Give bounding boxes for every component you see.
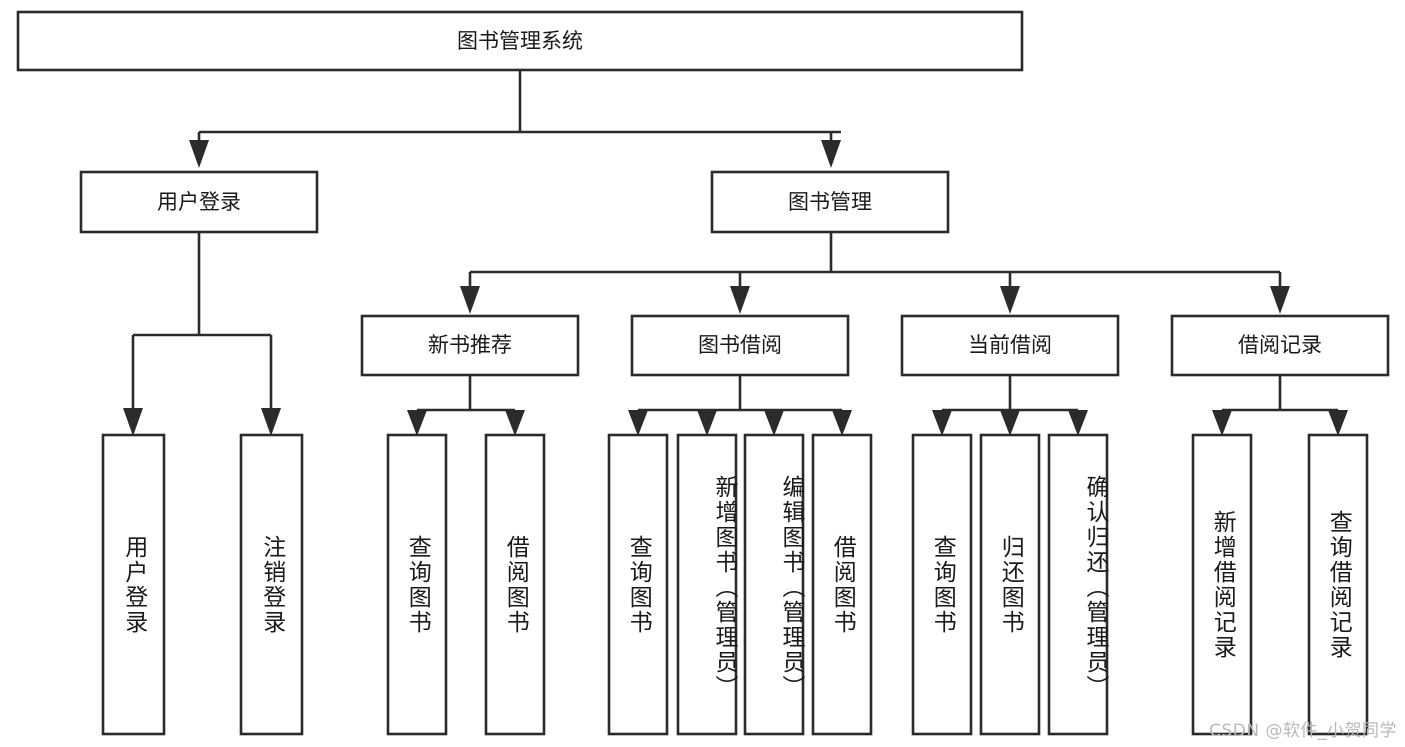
node-leaf-query-borrow-record-rect[interactable] bbox=[1307, 433, 1369, 736]
node-new-book-rec[interactable]: 新书推荐 bbox=[360, 314, 580, 377]
node-leaf-logout-login-rect[interactable] bbox=[239, 433, 304, 736]
node-leaf-add-book-admin-rect[interactable] bbox=[676, 433, 738, 736]
node-leaf-query-book-rec-rect[interactable] bbox=[386, 433, 448, 736]
node-borrow-record[interactable]: 借阅记录 bbox=[1170, 314, 1390, 377]
node-user-login-label: 用户登录 bbox=[157, 190, 241, 214]
node-leaf-borrow-book-rect[interactable] bbox=[811, 433, 873, 736]
arrow-to-new-book-rec bbox=[460, 286, 480, 314]
node-root[interactable]: 图书管理系统 bbox=[16, 10, 1024, 72]
arrow-to-borrow-record bbox=[1270, 286, 1290, 314]
node-book-borrow-label: 图书借阅 bbox=[698, 333, 782, 357]
arrow-to-leaf-query-book-borrow bbox=[628, 410, 648, 436]
node-leaf-edit-book-admin-rect[interactable] bbox=[743, 433, 805, 736]
arrow-to-leaf-return-book bbox=[1000, 410, 1020, 436]
arrow-to-leaf-borrow-book bbox=[832, 410, 852, 436]
arrow-to-leaf-query-book-current bbox=[932, 410, 952, 436]
arrow-to-leaf-logout-login bbox=[261, 408, 281, 436]
nodes-layer: 图书管理系统 用户登录 图书管理 新书推荐 图书借阅 当前 bbox=[16, 10, 1390, 736]
node-leaf-confirm-return-admin-rect[interactable] bbox=[1047, 433, 1109, 736]
arrow-to-book-borrow bbox=[730, 286, 750, 314]
node-book-manage-rect[interactable] bbox=[710, 170, 950, 234]
csdn-watermark: CSDN @软件_小贺同学 bbox=[1209, 721, 1397, 741]
node-leaf-return-book-rect[interactable] bbox=[979, 433, 1041, 736]
node-book-manage[interactable]: 图书管理 bbox=[710, 170, 950, 234]
node-leaf-add-borrow-record-rect[interactable] bbox=[1191, 433, 1253, 736]
node-user-login-rect[interactable] bbox=[79, 170, 319, 234]
node-current-borrow-label: 当前借阅 bbox=[968, 333, 1052, 357]
arrow-to-book-manage bbox=[821, 140, 841, 168]
arrow-to-leaf-add-book-admin bbox=[697, 410, 717, 436]
arrow-to-leaf-query-borrow-record bbox=[1328, 410, 1348, 436]
arrow-to-leaf-confirm-return-admin bbox=[1068, 410, 1088, 436]
node-book-borrow-rect[interactable] bbox=[630, 314, 850, 377]
arrow-to-leaf-edit-book-admin bbox=[764, 410, 784, 436]
node-leaf-query-book-borrow-rect[interactable] bbox=[607, 433, 669, 736]
arrow-to-user-login bbox=[189, 140, 209, 168]
node-user-login[interactable]: 用户登录 bbox=[79, 170, 319, 234]
node-book-manage-label: 图书管理 bbox=[788, 190, 872, 214]
node-book-borrow[interactable]: 图书借阅 bbox=[630, 314, 850, 377]
node-leaf-query-book-current-rect[interactable] bbox=[911, 433, 973, 736]
node-current-borrow[interactable]: 当前借阅 bbox=[900, 314, 1120, 377]
arrow-to-leaf-query-book-rec bbox=[407, 410, 427, 436]
arrow-to-leaf-user-login bbox=[123, 408, 143, 436]
node-new-book-rec-rect[interactable] bbox=[360, 314, 580, 377]
node-leaf-borrow-book-rec-rect[interactable] bbox=[484, 433, 546, 736]
arrow-to-leaf-borrow-book-rec bbox=[505, 410, 525, 436]
node-borrow-record-label: 借阅记录 bbox=[1238, 333, 1322, 357]
node-root-label: 图书管理系统 bbox=[457, 29, 583, 53]
node-borrow-record-rect[interactable] bbox=[1170, 314, 1390, 377]
node-leaf-user-login-rect[interactable] bbox=[101, 433, 166, 736]
arrow-to-leaf-add-borrow-record bbox=[1212, 410, 1232, 436]
arrow-to-current-borrow bbox=[1000, 286, 1020, 314]
edges-layer bbox=[123, 70, 1348, 436]
node-current-borrow-rect[interactable] bbox=[900, 314, 1120, 377]
node-root-rect[interactable] bbox=[16, 10, 1024, 72]
node-new-book-rec-label: 新书推荐 bbox=[428, 333, 512, 357]
